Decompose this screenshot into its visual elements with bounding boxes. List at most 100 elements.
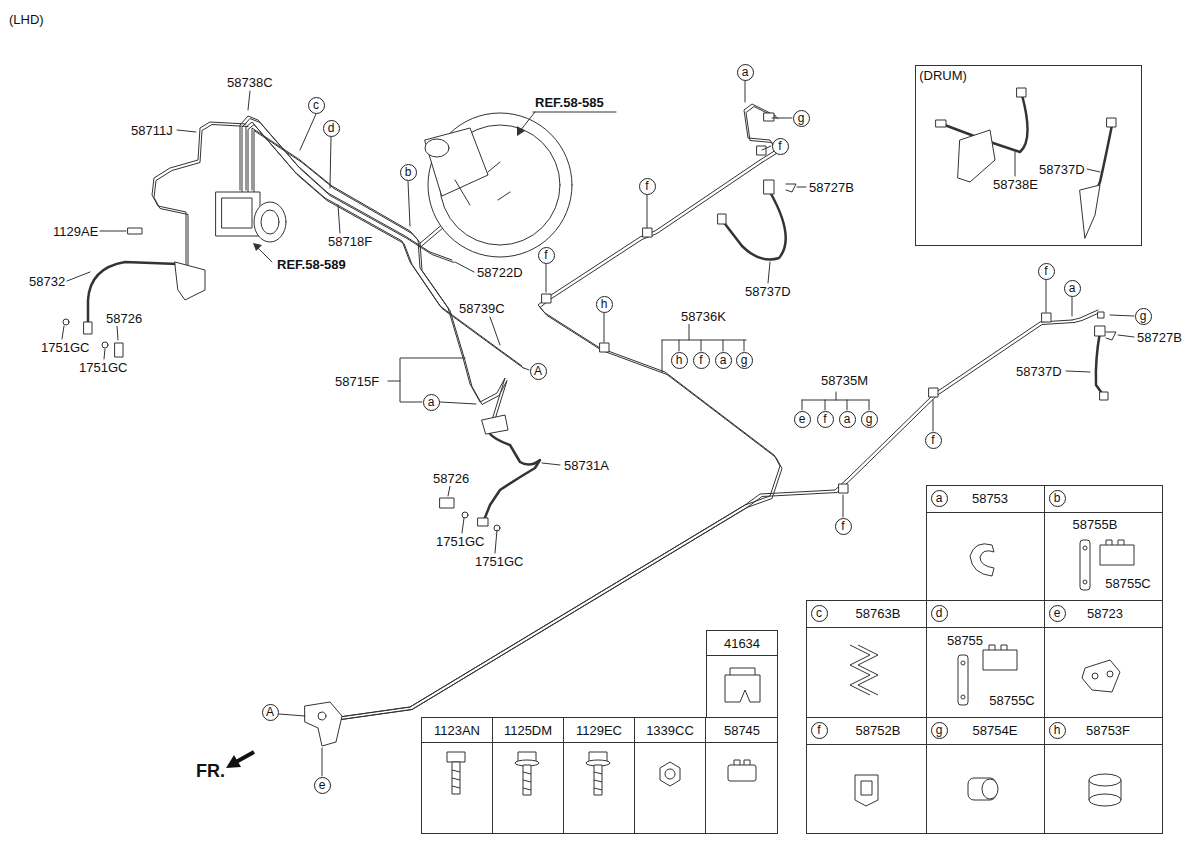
parts-table-cell: 1125DM [492, 717, 564, 834]
part-number: 58755B [1073, 517, 1118, 532]
callout-circle: b [400, 164, 417, 181]
callout-circle: d [931, 605, 948, 622]
callout-circle: f [817, 411, 834, 428]
reference-note: REF.58-589 [276, 257, 347, 272]
callout-circle: f [538, 247, 555, 264]
callout-letter: d [328, 122, 335, 135]
callout-letter: h [601, 298, 608, 311]
header-rule [1045, 744, 1162, 745]
callout-circle: d [323, 120, 340, 137]
header-rule [635, 742, 705, 743]
header-rule [1045, 627, 1162, 628]
callout-circle: a [423, 394, 440, 411]
header-rule [564, 742, 634, 743]
callout-letter: a [428, 396, 435, 409]
parts-table-cell: 1123AN [421, 717, 493, 834]
part-number: 58752B [856, 723, 901, 738]
callout-letter: d [936, 607, 943, 620]
parts-table-cell: 58753Fh [1044, 717, 1163, 834]
part-number: 58754E [973, 723, 1018, 738]
part-number: 58737D [1015, 364, 1063, 379]
header-rule [807, 744, 926, 745]
callout-circle: f [1038, 263, 1055, 280]
part-number: 58736K [680, 309, 727, 324]
callout-circle: h [671, 352, 688, 369]
part-number: 58738C [226, 75, 274, 90]
callout-letter: a [844, 413, 851, 426]
part-number: 41634 [724, 636, 760, 651]
direction-label: FR. [195, 761, 226, 781]
part-number: (DRUM) [919, 68, 967, 83]
callout-circle: c [308, 97, 325, 114]
part-number: 58755C [989, 693, 1035, 708]
header-rule [807, 627, 926, 628]
callout-letter: a [1069, 282, 1076, 295]
part-number: 58731A [563, 458, 610, 473]
callout-circle: a [839, 411, 856, 428]
callout-letter: f [544, 249, 547, 262]
callout-circle: a [931, 490, 948, 507]
callout-circle: f [835, 518, 852, 535]
callout-letter: e [1054, 607, 1061, 620]
part-number: 58711J [130, 123, 174, 138]
callout-circle: g [793, 110, 810, 127]
header-rule [927, 627, 1044, 628]
parts-table-cell: 58755B 58755C b [1044, 485, 1163, 601]
part-number: 58739C [458, 301, 506, 316]
parts-table-cell: 1129EC [563, 717, 635, 834]
header-rule [493, 742, 563, 743]
parts-table-cell: 5875558755Cd [926, 600, 1045, 718]
part-number: 58727B [1136, 330, 1183, 345]
part-number: 58737D [744, 284, 792, 299]
callout-letter: f [841, 520, 844, 533]
parts-table-cell: 58763B c [806, 600, 927, 718]
callout-circle: g [736, 352, 753, 369]
part-number: 58735M [820, 373, 869, 388]
callout-circle: c [811, 605, 828, 622]
callout-circle: h [596, 296, 613, 313]
header-rule [422, 742, 492, 743]
callout-letter: g [866, 413, 873, 426]
callout-letter: g [936, 724, 943, 737]
callout-circle: a [737, 64, 754, 81]
callout-circle: b [1049, 490, 1066, 507]
part-number: 58715F [334, 374, 380, 389]
callout-letter: e [799, 413, 806, 426]
part-number: 58722D [476, 265, 524, 280]
parts-table-cell: 1339CC [634, 717, 706, 834]
part-number: 58737D [1038, 162, 1086, 177]
header-rule [706, 742, 777, 743]
callout-circle: e [314, 777, 331, 794]
part-number: 1339CC [646, 723, 694, 738]
callout-letter: g [798, 112, 805, 125]
callout-circle: f [639, 178, 656, 195]
callout-circle: a [1064, 280, 1081, 297]
part-number: 58727B [808, 180, 855, 195]
callout-circle: g [1135, 308, 1152, 325]
callout-letter: f [1044, 265, 1047, 278]
callout-circle: f [811, 722, 828, 739]
part-number: 58763B [856, 606, 901, 621]
callout-letter: f [699, 354, 702, 367]
parts-table-cell: 58752B f [806, 717, 927, 834]
part-number: 58726 [432, 471, 470, 486]
callout-letter: f [817, 724, 820, 737]
callout-circle: A [530, 363, 547, 380]
callout-letter: f [778, 140, 781, 153]
part-number: 1751GC [474, 554, 524, 569]
part-number: 58738E [992, 177, 1039, 192]
callout-letter: h [1054, 724, 1061, 737]
part-number: 58755C [1105, 576, 1151, 591]
callout-circle: f [693, 352, 710, 369]
callout-letter: e [319, 779, 326, 792]
callout-letter: c [313, 99, 319, 112]
callout-letter: b [405, 166, 412, 179]
part-number: 58718F [327, 234, 373, 249]
callout-letter: A [266, 706, 274, 719]
drum-inset-box: (DRUM) [915, 65, 1142, 246]
callout-letter: g [1140, 310, 1147, 323]
drive-side-note: (LHD) [8, 12, 45, 27]
callout-letter: a [936, 492, 943, 505]
